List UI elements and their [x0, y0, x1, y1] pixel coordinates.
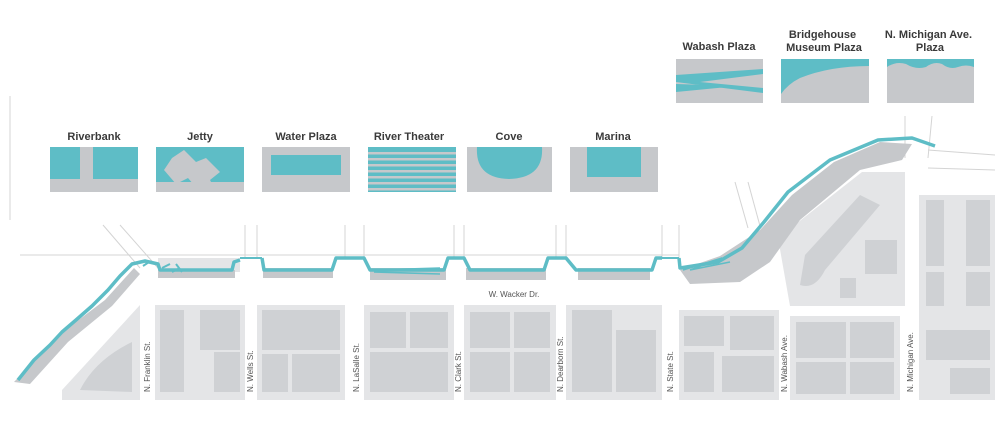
riverwalk-west-land — [14, 268, 140, 384]
street-label-lasalle: N. LaSalle St. — [352, 343, 361, 392]
river-theater-diagram — [368, 147, 456, 192]
street-label-wells: N. Wells St. — [246, 350, 255, 392]
typology-title: Cove — [496, 131, 523, 143]
street-label-michigan: N. Michigan Ave. — [906, 332, 915, 392]
riverbank-diagram — [50, 147, 138, 192]
street-label-state: N. State St. — [666, 351, 675, 392]
building — [950, 368, 990, 394]
street-label-wabash: N. Wabash Ave. — [780, 335, 789, 392]
michigan-ave-plaza-diagram — [887, 59, 974, 103]
buildings — [80, 195, 990, 394]
lower-typologies: Riverbank Jetty Water Plaza River Theate… — [50, 131, 658, 192]
building — [514, 312, 550, 348]
building — [572, 310, 612, 392]
building — [370, 352, 448, 392]
wabash-plaza-diagram — [676, 59, 763, 103]
street-label-wacker: W. Wacker Dr. — [489, 290, 540, 299]
street-label-clark: N. Clark St. — [454, 351, 463, 392]
water-plaza-diagram — [262, 147, 350, 192]
building — [730, 316, 774, 350]
building — [370, 312, 406, 348]
typology-title: Marina — [595, 131, 631, 143]
jetty-fingers — [142, 261, 183, 273]
building — [850, 322, 894, 358]
bridgehouse-museum-plaza-diagram — [781, 59, 869, 103]
riverwalk — [14, 136, 936, 384]
building — [262, 354, 288, 392]
building — [616, 330, 656, 392]
building — [410, 312, 448, 348]
building — [200, 310, 240, 350]
building-north-river-tower — [800, 195, 880, 286]
typology-title: Water Plaza — [275, 131, 337, 143]
building — [470, 312, 510, 348]
marina-diagram — [570, 147, 658, 192]
street-label-franklin: N. Franklin St. — [143, 341, 152, 392]
upper-typologies: Wabash Plaza Bridgehouse Museum Plaza N.… — [676, 29, 975, 103]
jetty-diagram — [156, 147, 244, 192]
building — [470, 352, 510, 392]
river-theater-steps — [373, 267, 441, 275]
typology-title: Riverbank — [67, 131, 121, 143]
building — [926, 330, 990, 360]
building — [796, 322, 846, 358]
building — [684, 316, 724, 346]
building — [850, 362, 894, 394]
building-curved-west — [80, 342, 132, 392]
building — [514, 352, 550, 392]
building — [160, 310, 184, 392]
building — [262, 310, 340, 350]
building — [966, 200, 990, 266]
typology-title: N. Michigan Ave. Plaza — [885, 29, 975, 54]
building — [722, 356, 774, 392]
building — [796, 362, 846, 394]
typology-title: Bridgehouse Museum Plaza — [786, 29, 863, 54]
wabash-ramp — [682, 257, 731, 271]
building — [840, 278, 856, 298]
building — [926, 272, 944, 306]
building — [966, 272, 990, 306]
street-label-dearborn: N. Dearborn St. — [556, 336, 565, 392]
roads — [9, 96, 996, 269]
street-labels: W. Wacker Dr. N. Franklin St. N. Wells S… — [143, 290, 915, 392]
cove-diagram — [467, 147, 552, 192]
building — [926, 200, 944, 266]
building — [292, 354, 340, 392]
building — [684, 352, 714, 392]
typology-title: River Theater — [374, 131, 445, 143]
typology-title: Jetty — [187, 131, 214, 143]
building — [214, 352, 240, 392]
building — [865, 240, 897, 274]
typology-title: Wabash Plaza — [683, 41, 757, 53]
riverwalk-land — [158, 270, 235, 278]
